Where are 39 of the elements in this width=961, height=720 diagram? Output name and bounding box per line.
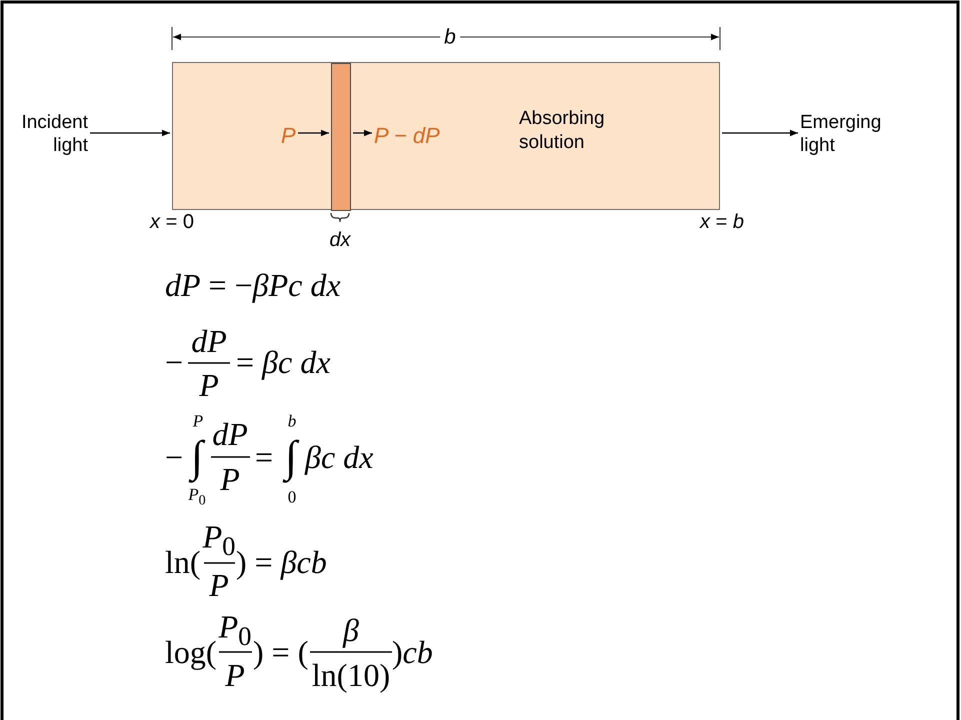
solution-cell bbox=[172, 62, 720, 210]
denominator: P bbox=[199, 369, 219, 401]
light-label: Emerging light bbox=[800, 112, 890, 156]
numerator: P$_{0}$ bbox=[202, 520, 236, 560]
equation: ) = ( bbox=[253, 636, 308, 668]
numerator: P$_{0}$ bbox=[218, 610, 252, 650]
denominator: P bbox=[209, 569, 229, 601]
integral-limit: b bbox=[288, 412, 296, 430]
equation: = βc dx bbox=[236, 346, 330, 378]
denominator: P bbox=[220, 463, 240, 495]
arrow bbox=[722, 130, 798, 136]
math-sign: − bbox=[165, 346, 184, 378]
width-label: dx bbox=[329, 230, 351, 250]
arrow bbox=[298, 130, 329, 136]
integral-limit: P$_{0}$ bbox=[188, 486, 206, 508]
denominator: ln(10) bbox=[312, 659, 390, 691]
position-label: x = 0 bbox=[150, 212, 194, 232]
numerator: dP bbox=[191, 325, 227, 357]
power-label: P bbox=[281, 123, 296, 149]
integral-limit: 0 bbox=[288, 488, 296, 506]
position-label: x = b bbox=[700, 212, 744, 232]
integral-limit: P bbox=[192, 412, 204, 430]
cell-label: Absorbing solution bbox=[519, 107, 606, 154]
power-label: P − dP bbox=[374, 123, 438, 149]
equation: ln( bbox=[165, 546, 201, 578]
slab-bar bbox=[331, 63, 351, 211]
arrow bbox=[353, 130, 372, 136]
equation: ) = βcb bbox=[236, 546, 327, 578]
arrow bbox=[90, 130, 170, 136]
equation: βc dx bbox=[305, 441, 374, 473]
light-label: Incident light bbox=[6, 112, 88, 156]
equation: dP = −βPc dx bbox=[165, 269, 341, 301]
equation: log( bbox=[165, 636, 217, 668]
numerator: dP bbox=[212, 418, 248, 450]
equation: )cb bbox=[392, 636, 433, 668]
math-sign: − bbox=[165, 441, 184, 473]
denominator: P bbox=[225, 659, 245, 691]
math-sign: = bbox=[255, 441, 274, 473]
numerator: β bbox=[343, 614, 359, 646]
